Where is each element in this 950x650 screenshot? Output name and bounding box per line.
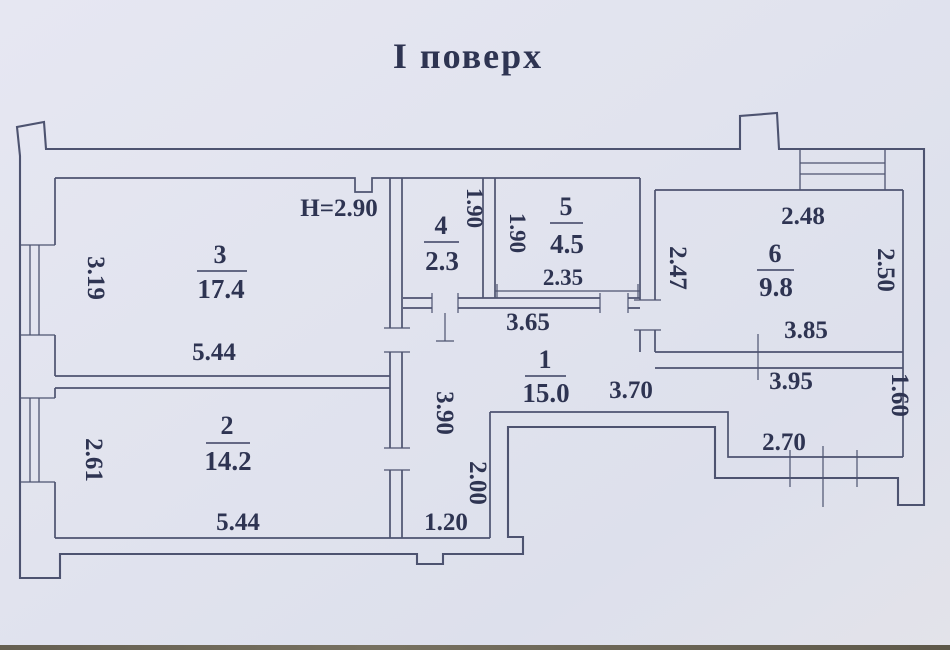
dim-room2-width: 5.44 <box>216 509 260 536</box>
dimension-labels: 3.19 5.44 2.61 5.44 1.90 1.90 2.35 3.65 … <box>80 188 913 536</box>
outer-wall <box>15 111 926 580</box>
page-title: І поверх <box>393 36 543 76</box>
room-2-number: 2 <box>221 411 234 440</box>
room-4-number: 4 <box>435 211 448 240</box>
door-jamb-ticks-room6 <box>634 299 661 331</box>
dim-room6-right: 2.50 <box>872 248 899 292</box>
photo-bottom-edge <box>0 645 950 650</box>
dim-hall-top: 3.65 <box>506 309 550 336</box>
rooms45-bottom-wall <box>403 297 640 309</box>
walls-group <box>15 111 926 580</box>
room-2-area: 14.2 <box>204 446 251 476</box>
room-3-area: 17.4 <box>197 274 244 304</box>
dim-room3-height: 3.19 <box>82 256 109 300</box>
room5-width-dimline <box>495 284 640 298</box>
hall-room6-wall <box>639 178 656 352</box>
room2-window <box>20 397 55 483</box>
dim-room6-top: 2.48 <box>781 203 825 230</box>
room-3-number: 3 <box>214 240 227 269</box>
windows-group <box>20 149 886 483</box>
ledge-dim-ticks <box>789 446 858 507</box>
room-5-number: 5 <box>560 192 573 221</box>
dim-room5-height: 1.90 <box>505 213 530 253</box>
room-5-area: 4.5 <box>550 229 584 259</box>
hall-south-wall <box>490 411 903 458</box>
room6-window <box>799 149 886 190</box>
dim-corridor-height: 2.00 <box>464 461 491 505</box>
dim-strip-width: 3.95 <box>769 368 813 395</box>
dim-hall-left: 3.90 <box>431 391 458 435</box>
dim-room5-width: 2.35 <box>543 265 583 290</box>
room3-window <box>20 244 55 336</box>
rooms-hall-wall <box>389 178 403 538</box>
dim-strip-right: 1.60 <box>886 373 913 417</box>
room4-room5-wall <box>482 178 496 298</box>
door-jamb-ticks-left <box>384 327 410 471</box>
dim-room3-width: 5.44 <box>192 339 236 366</box>
dim-hall-right: 3.70 <box>609 377 653 404</box>
dim-room2-height: 2.61 <box>80 438 107 482</box>
dimension-marks <box>436 284 858 507</box>
room-6-area: 9.8 <box>759 272 793 302</box>
door-jamb-ticks-top <box>431 293 629 313</box>
room-1-area: 15.0 <box>522 378 569 408</box>
room-labels: 3 17.4 2 14.2 4 2.3 5 4.5 1 15.0 6 9.8 <box>197 192 794 476</box>
dim-corridor-width: 1.20 <box>424 509 468 536</box>
room4-door-extension <box>436 313 454 342</box>
ceiling-height-note: H=2.90 <box>300 195 377 222</box>
dim-room6-left: 2.47 <box>664 246 691 290</box>
room3-room2-divider <box>55 375 390 389</box>
room-4-area: 2.3 <box>425 246 459 276</box>
top-wall-inner <box>55 177 640 193</box>
room-6-number: 6 <box>769 239 782 268</box>
dim-room6-bottom: 3.85 <box>784 317 828 344</box>
room-1-number: 1 <box>539 345 552 374</box>
dim-room4-height: 1.90 <box>462 188 487 228</box>
dim-ledge-width: 2.70 <box>762 429 806 456</box>
room6-inner-walls <box>655 189 904 457</box>
